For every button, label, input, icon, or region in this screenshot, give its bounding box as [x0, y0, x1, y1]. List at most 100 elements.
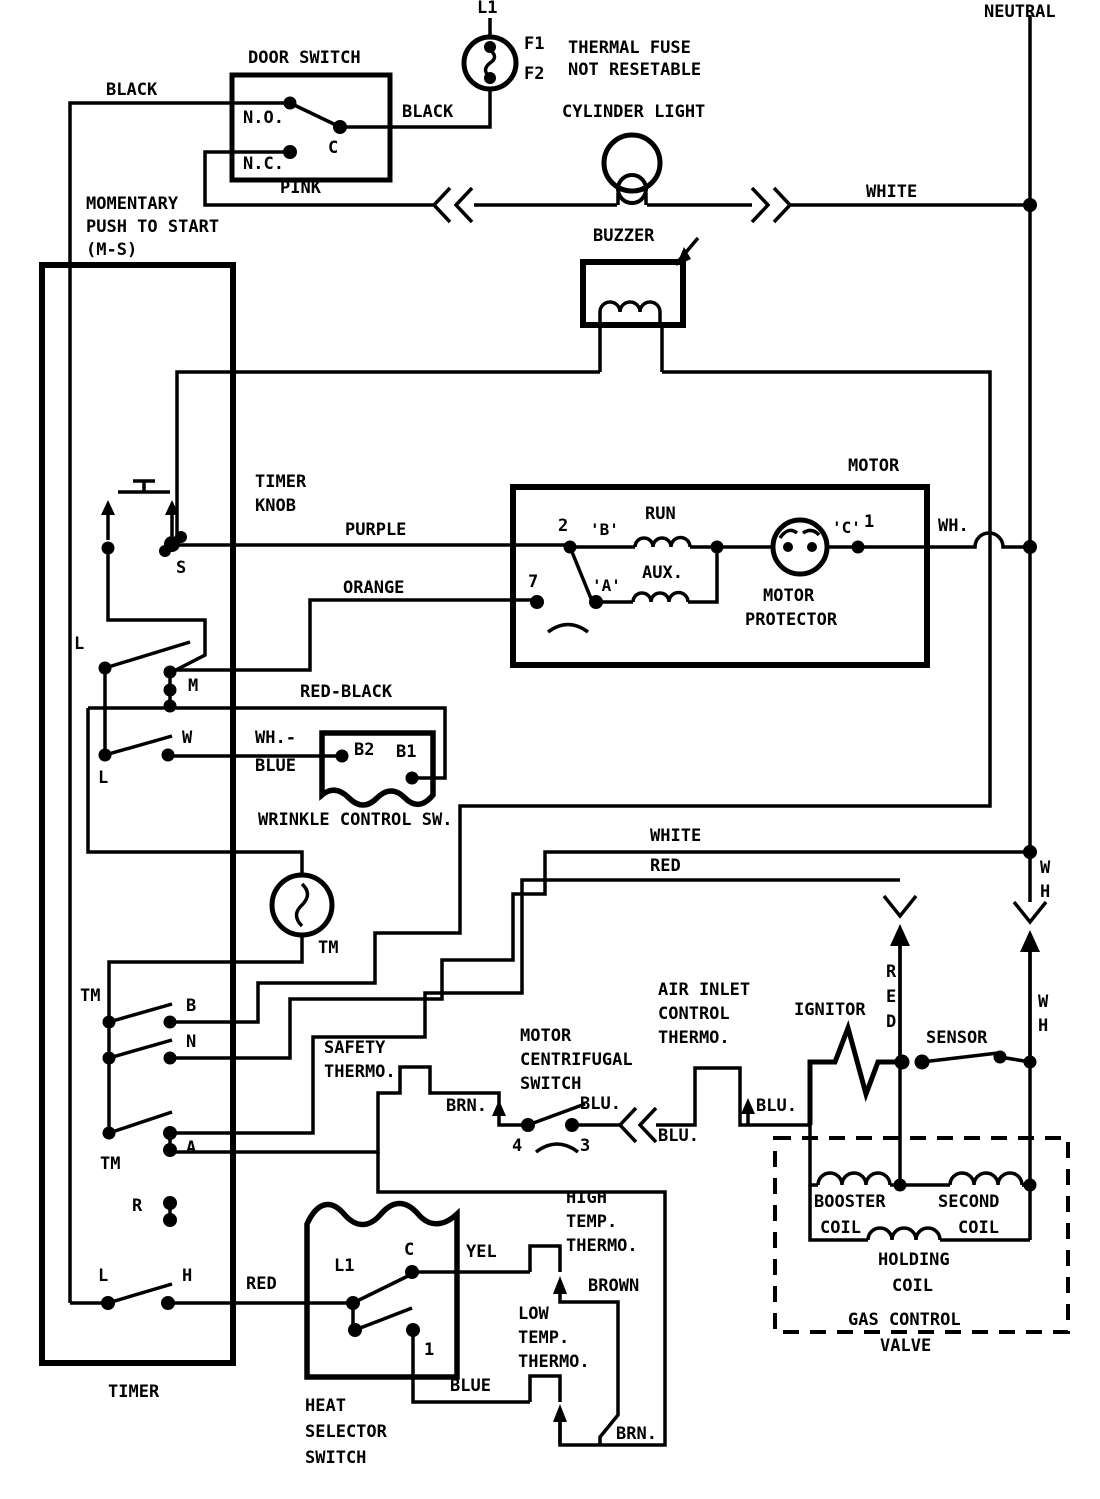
- wire-red-mid: [170, 878, 900, 1135]
- label-s: S: [176, 558, 187, 578]
- sensor-blade: [921, 1051, 999, 1064]
- label-b: B: [186, 996, 197, 1016]
- label-timer: TIMER: [108, 1382, 160, 1402]
- label-timer-knob-2: KNOB: [255, 496, 296, 516]
- label-low-temp-3: THERMO.: [518, 1352, 590, 1372]
- label-air-inlet-2: CONTROL: [658, 1004, 730, 1024]
- label-booster-1: BOOSTER: [814, 1192, 886, 1212]
- wire-tm-top: [86, 708, 304, 877]
- connector-chevron: [453, 186, 474, 224]
- label-brn-1: BRN.: [446, 1096, 487, 1116]
- label-gas-valve-2: VALVE: [880, 1336, 932, 1356]
- label-white-top: WHITE: [866, 182, 918, 202]
- junction-dots: [98, 41, 1037, 1337]
- buzzer-coil: [598, 300, 662, 324]
- label-red-mid: RED: [650, 856, 681, 876]
- label-low-temp-2: TEMP.: [518, 1328, 570, 1348]
- label-booster-2: COIL: [820, 1218, 861, 1238]
- label-buzzer: BUZZER: [593, 226, 655, 246]
- label-r: R: [132, 1196, 143, 1216]
- label-cylinder-light: CYLINDER LIGHT: [562, 102, 706, 122]
- booster-coil-symbol: [816, 1171, 892, 1186]
- label-motor-1: 1: [864, 512, 875, 532]
- label-nc: N.C.: [243, 154, 284, 174]
- label-aux: AUX.: [642, 563, 683, 583]
- gas-bottom-left: [808, 1185, 868, 1242]
- ignitor-zigzag: [807, 1019, 902, 1125]
- blade-B: [108, 1002, 173, 1024]
- label-motor-7: 7: [528, 572, 539, 592]
- label-motor-2: 2: [558, 516, 569, 536]
- label-wrinkle: WRINKLE CONTROL SW.: [258, 810, 453, 830]
- wire-air-inlet: [656, 1066, 810, 1127]
- label-c: C: [328, 138, 339, 158]
- cylinder-light-inner: [616, 173, 648, 205]
- label-holding-1: HOLDING: [878, 1250, 950, 1270]
- label-4: 4: [512, 1136, 523, 1156]
- label-centrifugal-1: MOTOR: [520, 1026, 572, 1046]
- label-run: RUN: [645, 504, 676, 524]
- label-momentary-1: MOMENTARY: [86, 194, 179, 214]
- label-wh-v1-2: H: [1040, 882, 1051, 902]
- label-f2: F2: [524, 64, 545, 84]
- label-blu-2: BLU.: [658, 1126, 699, 1146]
- label-thermal-fuse-1: THERMAL FUSE: [568, 38, 691, 58]
- label-gas-valve-1: GAS CONTROL: [848, 1310, 961, 1330]
- blade-LH: [107, 1282, 173, 1305]
- label-sensor: SENSOR: [926, 1028, 988, 1048]
- label-wh-v2-1: W: [1038, 992, 1049, 1012]
- blade-L: [104, 640, 191, 670]
- label-motor-a: 'A': [592, 576, 621, 595]
- label-black-right: BLACK: [402, 102, 454, 122]
- label-wh-blue-1: WH.-: [255, 728, 296, 748]
- heat-selector-box: [304, 1200, 460, 1380]
- label-orange: ORANGE: [343, 578, 405, 598]
- run-coil-symbol: [633, 535, 692, 548]
- label-heat-sel-1: HEAT: [305, 1396, 346, 1416]
- label-black-left: BLACK: [106, 80, 158, 100]
- label-l1: L1: [477, 0, 498, 18]
- label-blu-3: BLU.: [756, 1096, 797, 1116]
- label-wh-v1-1: W: [1040, 858, 1051, 878]
- label-safety-2: THERMO.: [324, 1062, 396, 1082]
- label-high-temp-1: HIGH: [566, 1188, 607, 1208]
- wire-red-black: [88, 706, 447, 780]
- label-air-inlet-1: AIR INLET: [658, 980, 751, 1000]
- wire-tm-commons: [107, 935, 304, 1133]
- label-f1: F1: [524, 34, 545, 54]
- label-b1: B1: [396, 742, 417, 762]
- label-door-switch: DOOR SWITCH: [248, 48, 361, 68]
- label-neutral: NEUTRAL: [984, 2, 1056, 22]
- connector-chevron: [750, 186, 771, 224]
- wire-hop: [957, 531, 1030, 549]
- label-ignitor: IGNITOR: [794, 1000, 866, 1020]
- centrifugal-arc: [534, 1142, 580, 1154]
- label-red-v-2: E: [886, 987, 897, 1007]
- connector-stems: [558, 894, 1048, 1445]
- low-temp-bump: [528, 1374, 562, 1402]
- label-wh: WH.: [938, 516, 969, 536]
- label-brown: BROWN: [588, 1276, 640, 1296]
- label-yel: YEL: [466, 1242, 497, 1262]
- label-holding-2: COIL: [892, 1276, 933, 1296]
- label-momentary-3: (M-S): [86, 240, 138, 260]
- label-wh-blue-2: BLUE: [255, 756, 296, 776]
- wire-pink: [203, 150, 434, 207]
- label-motor-c: 'C': [832, 518, 861, 537]
- label-tm-motor: TM: [318, 938, 339, 958]
- label-w: W: [182, 728, 193, 748]
- push-button-symbol: [118, 479, 170, 494]
- label-thermal-fuse-2: NOT RESETABLE: [568, 60, 702, 80]
- motor-protector-symbol: [770, 517, 830, 577]
- label-timer-knob-1: TIMER: [255, 472, 307, 492]
- label-second-1: SECOND: [938, 1192, 1000, 1212]
- door-switch-blade: [289, 101, 339, 128]
- blade-hs-2: [354, 1306, 413, 1332]
- blade-TM-A: [108, 1110, 173, 1135]
- label-tm-lower: TM: [100, 1154, 121, 1174]
- label-heat-sel-3: SWITCH: [305, 1448, 367, 1468]
- aux-out: [688, 547, 719, 604]
- connector-chevron: [617, 1106, 638, 1144]
- label-motor-protector-1: MOTOR: [763, 586, 815, 606]
